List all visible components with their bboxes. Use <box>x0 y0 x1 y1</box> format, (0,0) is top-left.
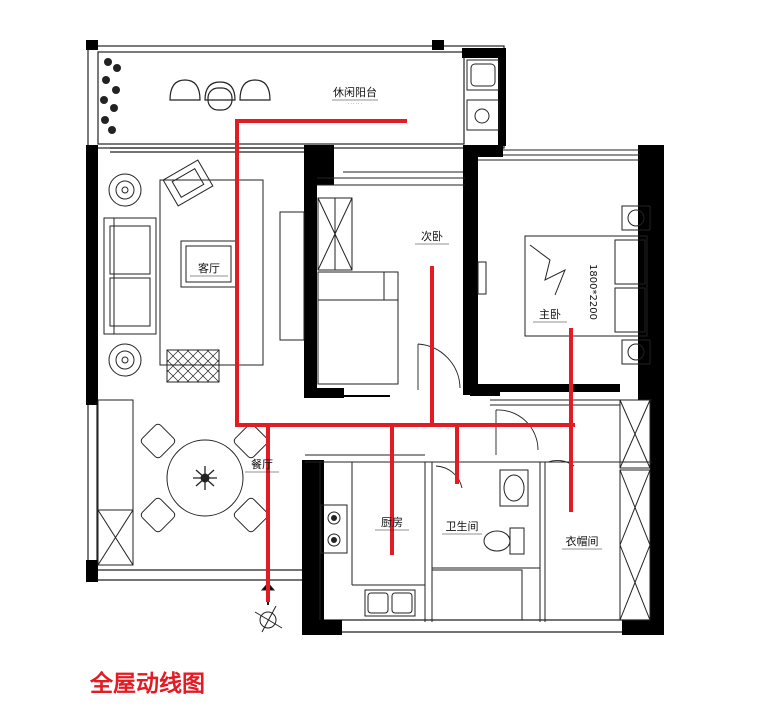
label-master-bedroom: 主卧 <box>539 308 561 321</box>
bed-icon <box>524 205 651 365</box>
dining-table-icon <box>140 423 269 533</box>
stove-icon <box>320 504 348 554</box>
label-second-bedroom: 次卧 <box>421 229 443 243</box>
label-balcony: 休闲阳台 <box>333 85 377 99</box>
plants-icon <box>100 58 121 134</box>
washbasin-icon <box>499 469 529 507</box>
interior-lines <box>97 149 652 622</box>
lamp-icon <box>108 173 142 377</box>
label-dining: 餐厅 <box>251 457 273 471</box>
svg-text:· · · · · ·: · · · · · · <box>348 101 362 106</box>
label-bathroom: 卫生间 <box>446 519 479 533</box>
label-kitchen: 厨房 <box>381 516 403 529</box>
solid-walls <box>86 40 664 635</box>
kitchen-sink-icon <box>364 589 416 617</box>
toilet-icon <box>483 527 525 555</box>
circulation-route <box>235 119 575 602</box>
room-labels: 休闲阳台 · · · · · · 客厅 次卧 主卧 1800*2200 餐厅 厨… <box>190 85 602 550</box>
door-swings <box>417 343 575 489</box>
plan-caption: 全屋动线图 <box>90 671 205 697</box>
label-cloakroom: 衣帽间 <box>566 534 599 548</box>
armchair-icon <box>162 159 214 207</box>
balcony-sink-icon <box>466 59 500 131</box>
label-living: 客厅 <box>198 261 220 275</box>
rug-icon <box>166 349 220 383</box>
bed-size-label: 1800*2200 <box>587 264 598 320</box>
sofa-icon <box>103 217 157 335</box>
balcony-chairs-icon <box>169 79 271 111</box>
